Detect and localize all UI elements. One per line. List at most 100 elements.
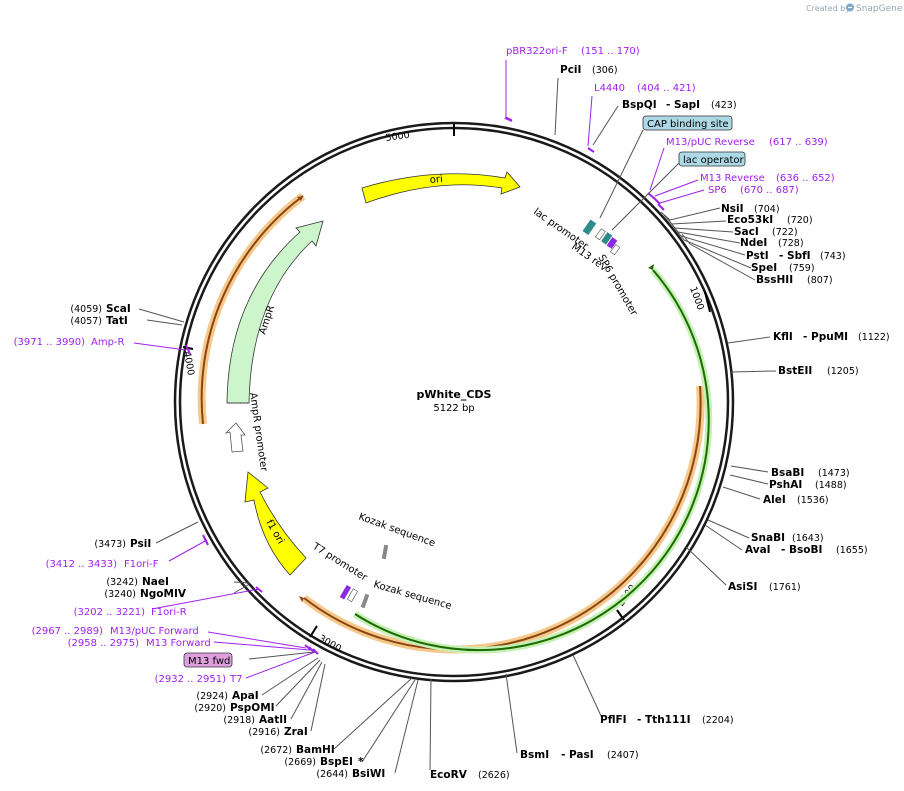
t7-region: T7 promoter Kozak sequence Kozak sequenc… [310,511,453,612]
snapgene-logo-icon [846,3,854,12]
boxed-leaders [248,129,680,660]
svg-text:(423): (423) [711,100,737,111]
enzyme-label: PshAI (1488) [769,479,847,491]
svg-text:TatI: TatI [106,315,128,327]
svg-text:SP6: SP6 [708,185,727,196]
svg-text:F1ori-F: F1ori-F [124,559,159,570]
svg-text:F1ori-R: F1ori-R [151,607,187,618]
svg-text:(3473): (3473) [94,539,126,550]
primer-label: (2958 .. 2975) M13 Forward [68,638,211,649]
enzyme-label: PciI (306) [560,64,618,76]
svg-text:(151 .. 170): (151 .. 170) [581,46,640,57]
primer-label: M13 Reverse(636 .. 652) [700,173,835,184]
t7-promoter-label: T7 promoter [310,541,370,584]
enzyme-label: SacI(722) [734,226,798,238]
ori-label: ori [429,174,443,186]
svg-text:PspOMI: PspOMI [230,702,275,714]
svg-text:PshAI: PshAI [769,479,802,491]
svg-text:(2407): (2407) [607,750,639,761]
svg-text:(1536): (1536) [797,495,829,506]
svg-text:(306): (306) [592,65,618,76]
svg-text:(1761): (1761) [769,582,801,593]
svg-text:(617 .. 639): (617 .. 639) [769,137,828,148]
lac-operator-box: lac operator [678,151,746,167]
svg-text:(1488): (1488) [815,480,847,491]
m13-fwd-box: M13 fwd [183,652,233,668]
enzyme-label: (2924)ApaI [196,690,258,702]
svg-text:(2644): (2644) [316,769,348,780]
lac-region: lac promoter M13 rev SP6 promoter [531,206,639,318]
svg-text:AleI: AleI [763,494,786,506]
primer-marks [185,117,665,655]
enzyme-label: (2918)AatII [223,714,287,726]
svg-text:PciI: PciI [560,64,581,76]
svg-text:(2967 .. 2989): (2967 .. 2989) [32,626,104,637]
enzyme-label: (2920) PspOMI [194,702,274,714]
svg-text:BsmI: BsmI [520,749,549,761]
enzyme-label: (3242)NaeI [106,576,169,588]
svg-text:NdeI: NdeI [740,237,767,249]
svg-text:(3971 .. 3990): (3971 .. 3990) [14,337,86,348]
plasmid-name: pWhite_CDS [417,388,492,401]
svg-text:SpeI: SpeI [751,262,777,274]
enzyme-label: EcoRV(2626) [430,769,510,781]
enzyme-label: NdeI(728) [740,237,804,249]
svg-text:T7: T7 [229,674,242,685]
sp6-promoter-label: SP6 promoter [595,253,639,318]
svg-text:CAP binding site: CAP binding site [647,119,729,130]
svg-text:PsiI: PsiI [130,538,151,550]
tick-4000: 4000 [181,351,196,377]
enzyme-label: KflI- PpuMI(1122) [773,331,890,343]
enzyme-label: (2672)BamHI [260,744,334,756]
primer-label: L4440 (404 .. 421) [594,83,696,94]
svg-text:(3412 .. 3433): (3412 .. 3433) [46,559,118,570]
svg-text:(2669): (2669) [284,757,316,768]
credit-brand: SnapGene [856,4,903,14]
enzyme-label: SnaBI(1643) [751,532,824,544]
enzyme-label: (2669)BspEI* [284,756,364,768]
enzyme-label: Eco53kI(720) [727,214,813,226]
svg-text:(2204): (2204) [702,715,734,726]
enzyme-label: BstEII(1205) [778,365,859,377]
svg-text:- PpuMI: - PpuMI [803,331,848,343]
svg-text:(2958 .. 2975): (2958 .. 2975) [68,638,140,649]
svg-text:(2932 .. 2951): (2932 .. 2951) [155,674,227,685]
primer-label: (3202 .. 3221)F1ori-R [74,607,187,618]
primer-label: (2967 .. 2989)M13/pUC Forward [32,626,199,637]
svg-text:(720): (720) [787,215,813,226]
credit-prefix: Created by [806,4,850,13]
svg-text:(4057): (4057) [70,316,102,327]
snapgene-credit: Created by SnapGene [806,3,903,14]
svg-text:lac operator: lac operator [683,155,744,166]
svg-text:(759): (759) [789,263,815,274]
primer-label: SP6(670 .. 687) [708,185,799,196]
svg-text:(1473): (1473) [818,468,850,479]
svg-text:- SbfI: - SbfI [779,250,811,262]
svg-text:M13 Forward: M13 Forward [146,638,211,649]
f1-ori-arrow: f1 ori [244,471,307,576]
svg-text:(2916): (2916) [248,727,280,738]
svg-text:(2918): (2918) [223,715,255,726]
svg-text:SnaBI: SnaBI [751,532,785,544]
svg-text:(743): (743) [820,251,846,262]
ampr-promoter-label: AmpR promoter [247,392,269,473]
svg-text:ScaI: ScaI [106,303,131,315]
svg-text:M13/pUC Reverse: M13/pUC Reverse [666,137,755,148]
svg-text:L4440: L4440 [594,83,625,94]
svg-text:(704): (704) [754,204,780,215]
ori-arrow: ori [361,171,521,204]
svg-text:- Tth111I: - Tth111I [637,714,691,726]
svg-text:Amp-R: Amp-R [91,337,125,348]
svg-text:(2920): (2920) [194,703,226,714]
tick-1000-line [704,291,711,313]
svg-text:NaeI: NaeI [142,576,169,588]
svg-text:M13 Reverse: M13 Reverse [700,173,765,184]
primer-labels: pBR322ori-F(151 .. 170) L4440(404 .. 421… [14,46,835,685]
enzyme-label: SpeI (759) [751,262,815,274]
tick-2000-line [616,609,625,621]
svg-text:(2924): (2924) [196,691,228,702]
svg-text:(404 .. 421): (404 .. 421) [637,83,696,94]
svg-text:BspEI: BspEI [320,756,353,768]
enzyme-label: AsiSI(1761) [728,581,801,593]
